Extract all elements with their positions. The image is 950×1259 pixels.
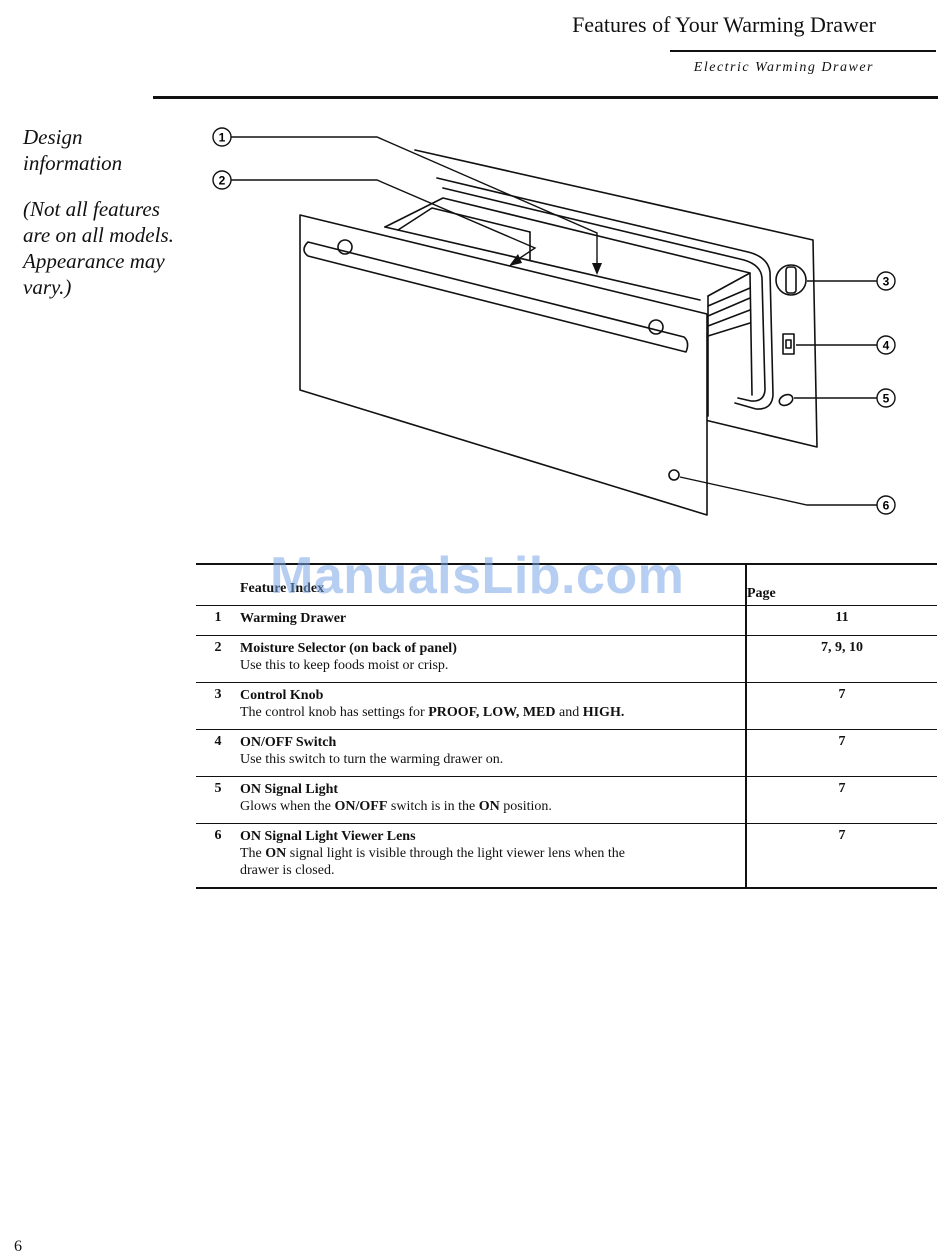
table-row: 5 ON Signal Light Glows when the ON/OFF … — [196, 776, 937, 824]
feature-page: 7 — [745, 776, 937, 824]
handle-mount-left — [337, 239, 353, 255]
callout-6: 6 — [883, 499, 890, 513]
feature-name: Warming Drawer — [240, 611, 347, 626]
leader-line-6 — [679, 476, 877, 506]
arrowhead-1 — [592, 263, 602, 275]
note-line: vary.) — [23, 275, 72, 299]
drawer-box-back — [749, 272, 753, 396]
callout-1: 1 — [219, 131, 226, 145]
callout-5: 5 — [883, 392, 890, 406]
callout-3: 3 — [883, 275, 890, 289]
drawer-rails — [707, 287, 751, 337]
page-header: Page — [745, 564, 937, 606]
note-line: (Not all features — [23, 197, 160, 221]
feature-index-header: Feature Index — [240, 581, 325, 596]
moisture-panel — [397, 207, 531, 233]
handle-mount-right — [648, 319, 664, 335]
page-subtitle: Electric Warming Drawer — [693, 60, 874, 75]
control-knob-grip — [785, 266, 797, 294]
feature-page: 7 — [745, 682, 937, 730]
feature-page: 7 — [745, 823, 937, 888]
appearance-note: (Not all features are on all models. App… — [23, 196, 198, 300]
callout-2: 2 — [219, 174, 226, 188]
feature-description: The ON signal light is visible through t… — [240, 846, 625, 878]
warming-drawer-diagram: 1 2 3 4 5 6 — [212, 127, 896, 516]
panel-opening — [436, 177, 774, 410]
panel-opening-inner — [442, 187, 766, 402]
control-knob-icon — [775, 264, 807, 296]
leader-line-1 — [231, 136, 598, 270]
feature-number: 4 — [214, 734, 222, 749]
feature-page: 7, 9, 10 — [745, 635, 937, 683]
feature-name: Control Knob — [240, 688, 324, 703]
feature-number: 3 — [214, 687, 222, 702]
table-header-row: Feature Index Page — [196, 564, 937, 606]
feature-number: 6 — [214, 828, 222, 843]
feature-description: The control knob has settings for PROOF,… — [240, 705, 625, 720]
feature-name: Moisture Selector (on back of panel) — [240, 641, 457, 656]
note-line: are on all models. — [23, 223, 174, 247]
feature-description: Glows when the ON/OFF switch is in the O… — [240, 799, 552, 814]
heading-line: Design — [23, 125, 83, 149]
heading-line: information — [23, 151, 123, 175]
feature-description: Use this switch to turn the warming draw… — [240, 752, 504, 767]
table-row: 6 ON Signal Light Viewer Lens The ON sig… — [196, 823, 937, 888]
callout-4: 4 — [883, 339, 890, 353]
watermark: ManualsLib.com — [270, 547, 685, 605]
feature-number: 2 — [214, 640, 222, 655]
arrowhead-2 — [509, 254, 522, 266]
feature-page: 7 — [745, 729, 937, 777]
design-information-heading: Design information — [23, 124, 198, 176]
header-rule — [670, 50, 936, 52]
table-row: 4 ON/OFF Switch Use this switch to turn … — [196, 729, 937, 777]
drawer-handle — [303, 241, 689, 353]
mounting-panel — [414, 149, 818, 448]
page-title: Features of Your Warming Drawer — [572, 12, 876, 37]
feature-name: ON Signal Light — [240, 782, 339, 797]
drawer-front — [299, 214, 708, 516]
viewer-lens — [668, 469, 680, 481]
page-number: 6 — [14, 1238, 22, 1255]
drawer-interior-edge — [384, 226, 701, 301]
feature-name: ON Signal Light Viewer Lens — [240, 829, 416, 844]
on-off-switch-icon — [782, 333, 795, 355]
note-line: Appearance may — [23, 249, 165, 273]
table-row: 2 Moisture Selector (on back of panel) U… — [196, 635, 937, 683]
leader-line-2 — [231, 179, 537, 263]
switch-rocker — [785, 339, 792, 349]
feature-page: 11 — [745, 605, 937, 636]
signal-light-icon — [778, 393, 794, 407]
feature-name: ON/OFF Switch — [240, 735, 337, 750]
feature-description: Use this to keep foods moist or crisp. — [240, 658, 449, 673]
table-row: 3 Control Knob The control knob has sett… — [196, 682, 937, 730]
feature-number: 5 — [214, 781, 222, 796]
header-divider — [153, 96, 938, 99]
feature-index-table: Feature Index Page 1 Warming Drawer 11 2… — [196, 563, 937, 889]
table-row: 1 Warming Drawer 11 — [196, 605, 937, 636]
feature-number: 1 — [214, 610, 222, 625]
